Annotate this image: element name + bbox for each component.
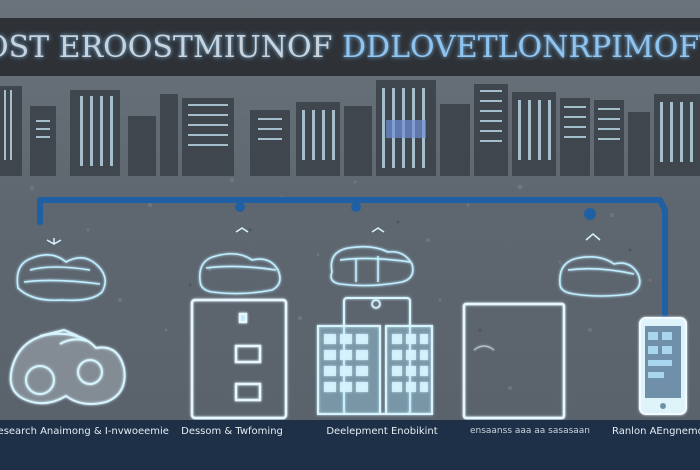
stage-label-testing: ensaanss aaa aa sasasaan — [469, 426, 591, 436]
cloud-shape-icon — [16, 245, 641, 302]
stage-label-design: Dessom & Twfoming — [181, 426, 283, 437]
city-skyline — [0, 80, 700, 176]
buildings-icon — [317, 297, 433, 415]
connector-line — [37, 197, 668, 323]
smartphone-icon — [639, 317, 687, 415]
screen-frame-icon — [462, 302, 566, 420]
down-arrow-icon — [46, 227, 601, 245]
page-title: COST EROOSTMIUNOF DDLOVETLONRPIMOFYT — [0, 30, 700, 65]
title-right: DDLOVETLONRPIMOFYT — [341, 29, 700, 65]
camera-icon — [9, 328, 126, 405]
label-band — [0, 420, 700, 470]
phone-frame-icon — [190, 298, 288, 420]
stage-label-launch: Ranlon AEngnemd — [611, 426, 700, 437]
title-left: COST EROOSTMIUNOF — [0, 29, 333, 65]
title-bar: COST EROOSTMIUNOF DDLOVETLONRPIMOFYT — [0, 18, 700, 76]
stage-label-research: Research Anaimong & I-nvwoeemie — [0, 426, 169, 437]
stage-label-development: Deelepment Enobikint — [326, 426, 438, 437]
